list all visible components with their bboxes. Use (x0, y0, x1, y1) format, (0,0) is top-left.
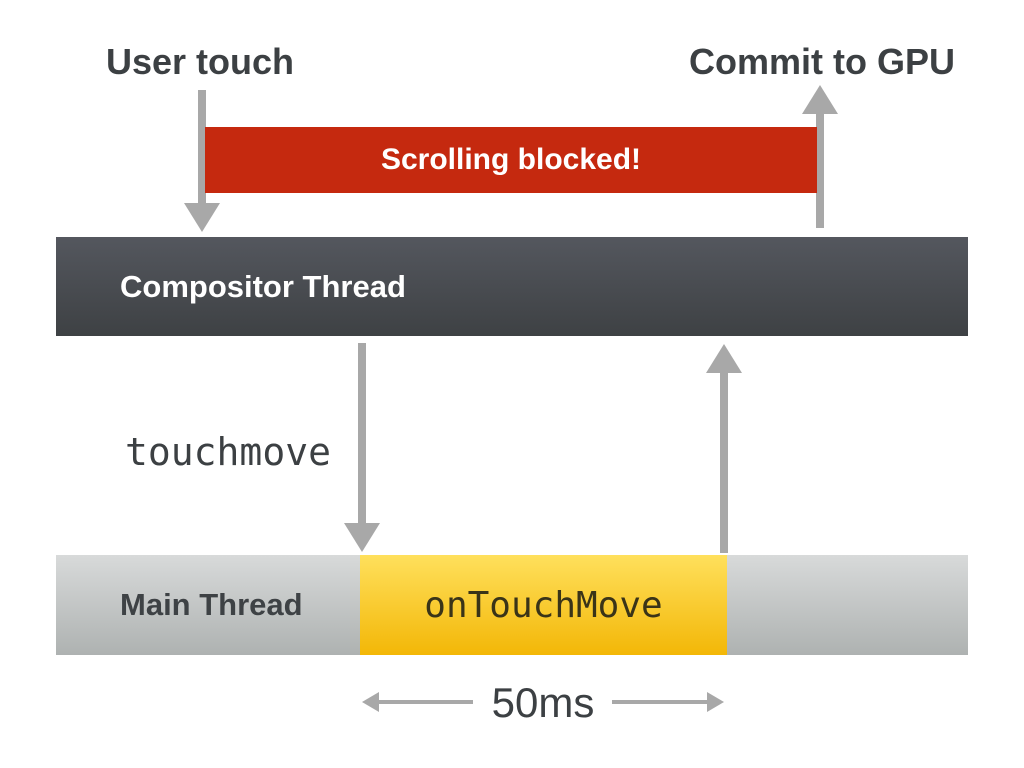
compositor-thread-bar: Compositor Thread (56, 237, 968, 336)
duration-label: 50ms (491, 679, 595, 726)
duration-right-arrowhead-icon (707, 692, 724, 712)
commit-up-arrowhead-icon (802, 85, 838, 114)
compositor-thread-label: Compositor Thread (120, 268, 406, 304)
commit-to-gpu-label: Commit to GPU (689, 41, 955, 82)
return-up-arrowhead-icon (706, 344, 742, 373)
duration-left-arrowhead-icon (362, 692, 379, 712)
main-thread-label: Main Thread (120, 587, 303, 622)
duration-right-arrow-icon (612, 700, 708, 704)
ontouchmove-block: onTouchMove (360, 555, 727, 655)
dispatch-down-arrowhead-icon (344, 523, 380, 552)
duration-left-arrow-icon (377, 700, 473, 704)
user-touch-down-arrowhead-icon (184, 203, 220, 232)
commit-up-arrow-icon (816, 113, 824, 228)
dispatch-down-arrow-icon (358, 343, 366, 524)
ontouchmove-label: onTouchMove (424, 584, 663, 626)
user-touch-label: User touch (105, 41, 295, 82)
scrolling-blocked-text: Scrolling blocked! (380, 143, 642, 176)
scrolling-blocked-banner: Scrolling blocked! (205, 127, 817, 193)
main-thread-bar: onTouchMove Main Thread (56, 555, 968, 655)
user-touch-down-arrow-icon (198, 90, 206, 204)
touchmove-event-label: touchmove (125, 430, 331, 474)
return-up-arrow-icon (720, 372, 728, 553)
